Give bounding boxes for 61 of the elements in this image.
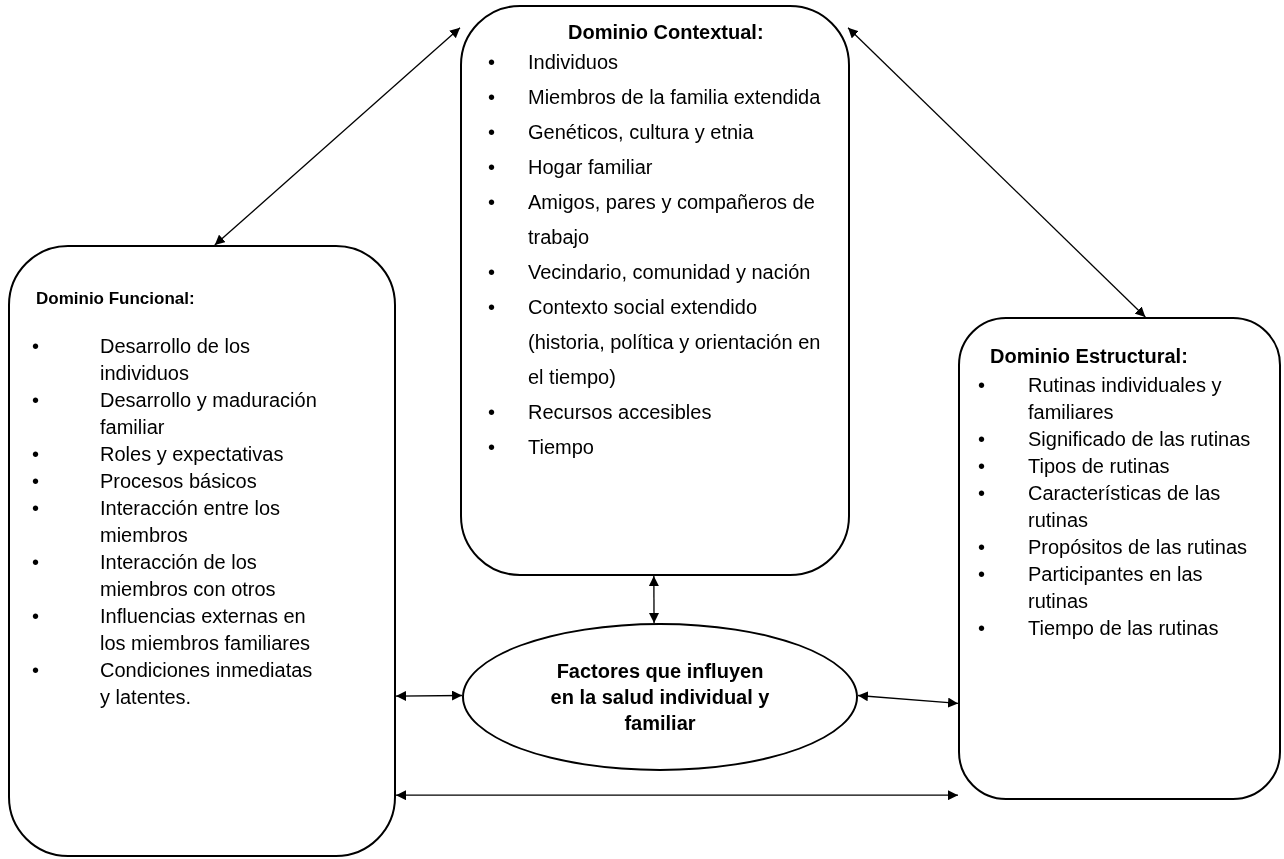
- list-item: Participantes en las rutinas: [1028, 562, 1204, 614]
- bullet: •: [978, 481, 986, 506]
- list-item: Interacción entre los miembros: [100, 496, 282, 548]
- list-item: Interacción de los miembros con otros: [100, 550, 277, 602]
- rounded-box: [460, 5, 850, 576]
- bullet: •: [488, 260, 496, 285]
- list-item: Individuos: [528, 50, 620, 75]
- bullet: •: [32, 550, 40, 575]
- bullet: •: [978, 373, 986, 398]
- bullet: •: [32, 334, 40, 359]
- list-item: Características de las rutinas: [1028, 481, 1222, 533]
- bullet: •: [32, 388, 40, 413]
- box-heading: Dominio Contextual:: [567, 20, 765, 45]
- bullet: •: [32, 496, 40, 521]
- bullet: •: [488, 50, 496, 75]
- list-item: Influencias externas en los miembros familiares: [100, 604, 312, 656]
- list-item: Genéticos, cultura y etnia: [528, 120, 755, 145]
- double-arrow: [847, 27, 1146, 318]
- rounded-box: [8, 245, 396, 857]
- bullet: •: [978, 562, 986, 587]
- double-arrow: [648, 575, 659, 624]
- list-item: Amigos, pares y compañeros de trabajo: [528, 190, 816, 250]
- double-arrow: [214, 27, 461, 246]
- list-item: Recursos accesibles: [528, 400, 713, 425]
- list-item: Roles y expectativas: [100, 442, 285, 467]
- list-item: Tipos de rutinas: [1028, 454, 1171, 479]
- bullet: •: [32, 604, 40, 629]
- bullet: •: [488, 435, 496, 460]
- list-item: Contexto social extendido (historia, política y orientación en el tiempo): [528, 295, 822, 390]
- list-item: Hogar familiar: [528, 155, 654, 180]
- box-heading: Dominio Funcional:: [35, 288, 196, 310]
- list-item: Rutinas individuales y familiares: [1028, 373, 1223, 425]
- node-text: Factores que influyen en la salud individual y familiar: [549, 659, 771, 736]
- list-item: Propósitos de las rutinas: [1028, 535, 1248, 560]
- list-item: Tiempo de las rutinas: [1028, 616, 1220, 641]
- list-item: Miembros de la familia extendida: [528, 85, 822, 110]
- double-arrow: [395, 790, 959, 801]
- double-arrow: [857, 691, 959, 708]
- bullet: •: [488, 400, 496, 425]
- bullet: •: [32, 469, 40, 494]
- bullet: •: [978, 454, 986, 479]
- bullet: •: [488, 295, 496, 320]
- bullet: •: [488, 120, 496, 145]
- bullet: •: [32, 442, 40, 467]
- bullet: •: [488, 85, 496, 110]
- list-item: Tiempo: [528, 435, 595, 460]
- list-item: Desarrollo de los individuos: [100, 334, 252, 386]
- bullet: •: [978, 535, 986, 560]
- rounded-box: [958, 317, 1281, 800]
- list-item: Desarrollo y maduración familiar: [100, 388, 318, 440]
- bullet: •: [488, 155, 496, 180]
- list-item: Procesos básicos: [100, 469, 258, 494]
- double-arrow: [395, 690, 463, 701]
- list-item: Condiciones inmediatas y latentes.: [100, 658, 314, 710]
- list-item: Vecindario, comunidad y nación: [528, 260, 812, 285]
- list-item: Significado de las rutinas: [1028, 427, 1252, 452]
- bullet: •: [978, 427, 986, 452]
- box-heading: Dominio Estructural:: [989, 344, 1189, 368]
- bullet: •: [32, 658, 40, 683]
- bullet: •: [488, 190, 496, 215]
- bullet: •: [978, 616, 986, 641]
